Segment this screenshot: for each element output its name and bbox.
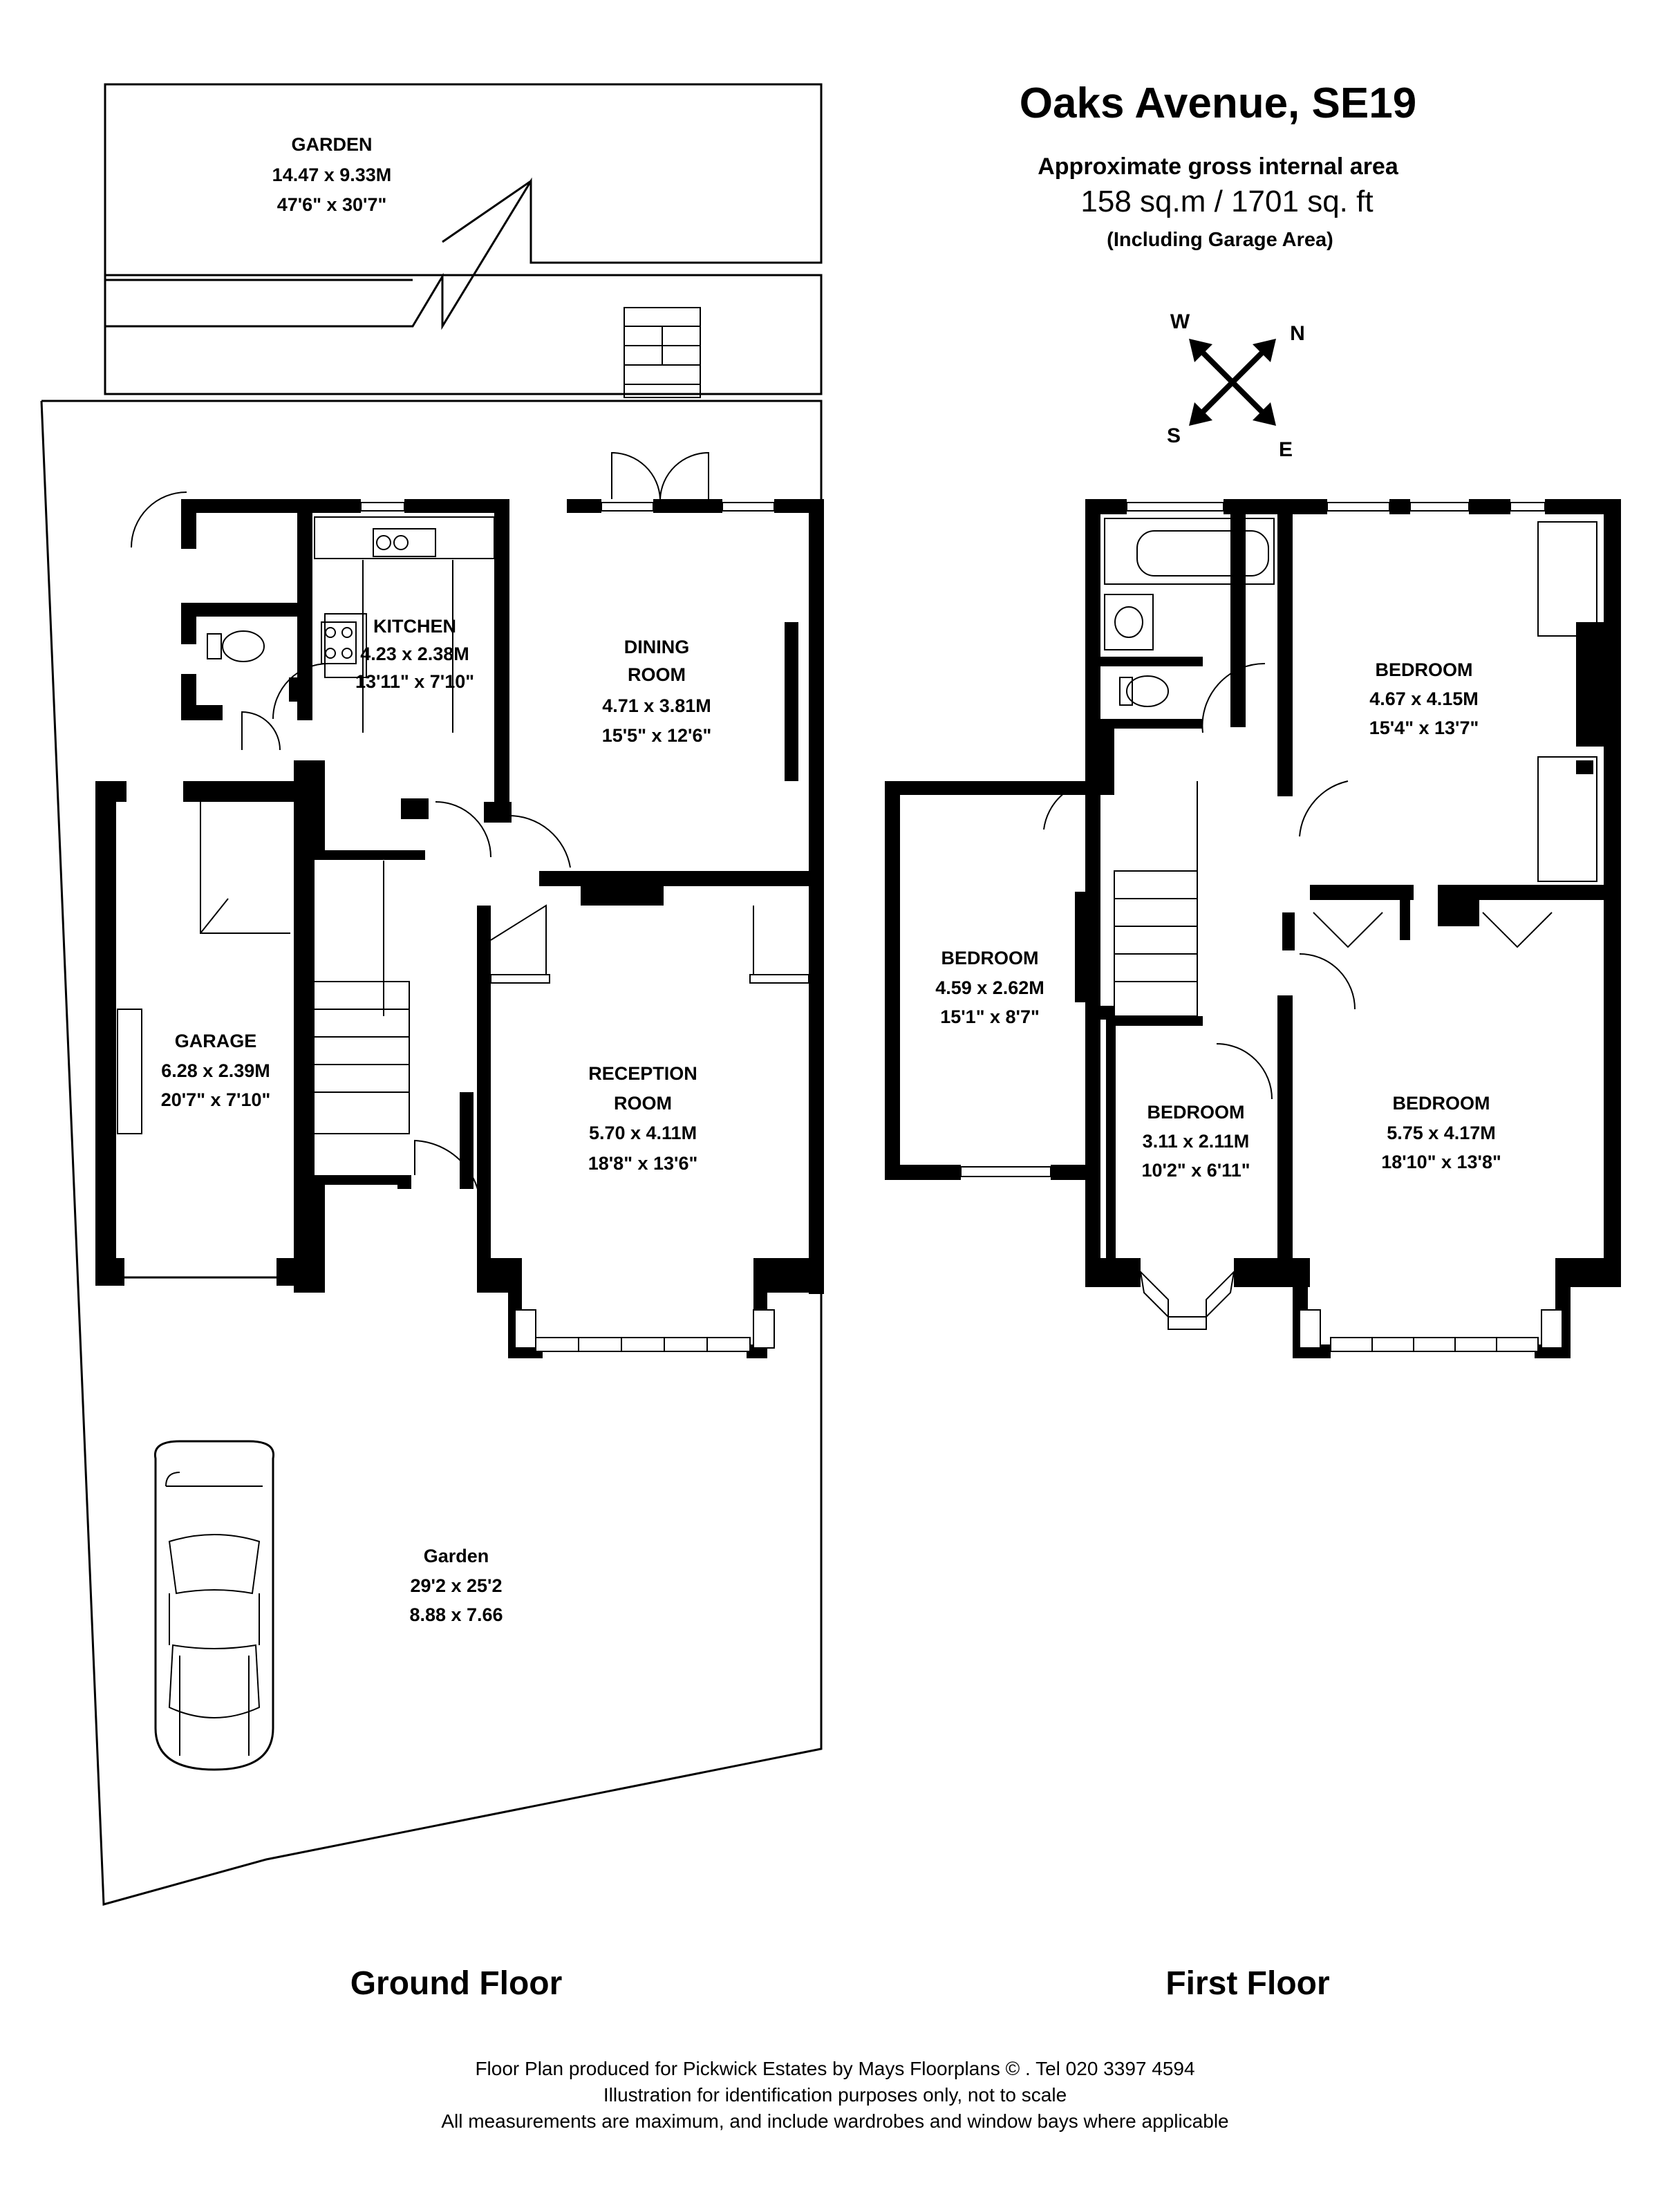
bedroom-side-dim-m: 4.59 x 2.62M bbox=[935, 977, 1044, 998]
bedroom-rear-name: BEDROOM bbox=[1376, 659, 1473, 680]
first-floor-plan: BEDROOM 4.67 x 4.15M 15'4" x 13'7" BEDRO… bbox=[885, 499, 1621, 1358]
footer-line-2: Illustration for identification purposes… bbox=[603, 2084, 1067, 2106]
compass-rose: W N S E bbox=[1167, 310, 1305, 461]
garden-rear-name: GARDEN bbox=[291, 134, 372, 155]
bedroom-small-dim-m: 3.11 x 2.11M bbox=[1143, 1131, 1250, 1152]
footer-line-3: All measurements are maximum, and includ… bbox=[441, 2110, 1228, 2132]
compass-w: W bbox=[1170, 310, 1190, 333]
garden-rear-dim-m: 14.47 x 9.33M bbox=[272, 165, 392, 185]
dining-name-1: DINING bbox=[624, 637, 690, 657]
garage-name: GARAGE bbox=[175, 1031, 257, 1051]
reception-name-2: ROOM bbox=[614, 1093, 672, 1114]
bedroom-side-name: BEDROOM bbox=[941, 948, 1039, 968]
ground-floor-label: Ground Floor bbox=[350, 1965, 563, 2002]
compass-n: N bbox=[1290, 322, 1305, 345]
reception-dim-m: 5.70 x 4.11M bbox=[589, 1123, 697, 1143]
garage-dim-ft: 20'7" x 7'10" bbox=[161, 1089, 271, 1110]
reception-dim-ft: 18'8" x 13'6" bbox=[588, 1153, 698, 1174]
dining-dim-m: 4.71 x 3.81M bbox=[602, 695, 711, 716]
bedroom-small-dim-ft: 10'2" x 6'11" bbox=[1141, 1160, 1250, 1181]
bedroom-front-dim-ft: 18'10" x 13'8" bbox=[1381, 1152, 1501, 1172]
compass-e: E bbox=[1279, 438, 1293, 461]
bedroom-rear-dim-m: 4.67 x 4.15M bbox=[1369, 688, 1479, 709]
kitchen-dim-m: 4.23 x 2.38M bbox=[360, 644, 469, 664]
kitchen-name: KITCHEN bbox=[373, 616, 456, 637]
first-floor-label: First Floor bbox=[1165, 1965, 1329, 2002]
footer-line-1: Floor Plan produced for Pickwick Estates… bbox=[475, 2058, 1194, 2079]
compass-s: S bbox=[1167, 424, 1181, 447]
bedroom-side-dim-ft: 15'1" x 8'7" bbox=[940, 1006, 1040, 1027]
garden-front-name: Garden bbox=[424, 1546, 489, 1566]
dining-dim-ft: 15'5" x 12'6" bbox=[602, 725, 712, 746]
area-value: 158 sq.m / 1701 sq. ft bbox=[1080, 185, 1373, 218]
garden-rear-dim-ft: 47'6" x 30'7" bbox=[277, 194, 387, 215]
reception-name-1: RECEPTION bbox=[588, 1063, 697, 1084]
ground-floor-plan: GARDEN 14.47 x 9.33M 47'6" x 30'7" KITCH… bbox=[40, 83, 824, 1906]
area-note: (Including Garage Area) bbox=[1107, 229, 1333, 251]
garden-front-dim-m: 8.88 x 7.66 bbox=[409, 1604, 503, 1625]
bedroom-front-name: BEDROOM bbox=[1393, 1093, 1490, 1114]
kitchen-dim-ft: 13'11" x 7'10" bbox=[355, 671, 474, 692]
address-title: Oaks Avenue, SE19 bbox=[1020, 79, 1416, 127]
car-icon bbox=[153, 1440, 275, 1771]
garage-dim-m: 6.28 x 2.39M bbox=[161, 1060, 270, 1081]
bedroom-small-name: BEDROOM bbox=[1147, 1102, 1245, 1123]
bedroom-rear-dim-ft: 15'4" x 13'7" bbox=[1369, 718, 1479, 738]
bedroom-front-dim-m: 5.75 x 4.17M bbox=[1387, 1123, 1496, 1143]
area-title: Approximate gross internal area bbox=[1038, 153, 1399, 180]
dining-name-2: ROOM bbox=[628, 664, 686, 685]
garden-front-dim-ft: 29'2 x 25'2 bbox=[411, 1575, 503, 1596]
